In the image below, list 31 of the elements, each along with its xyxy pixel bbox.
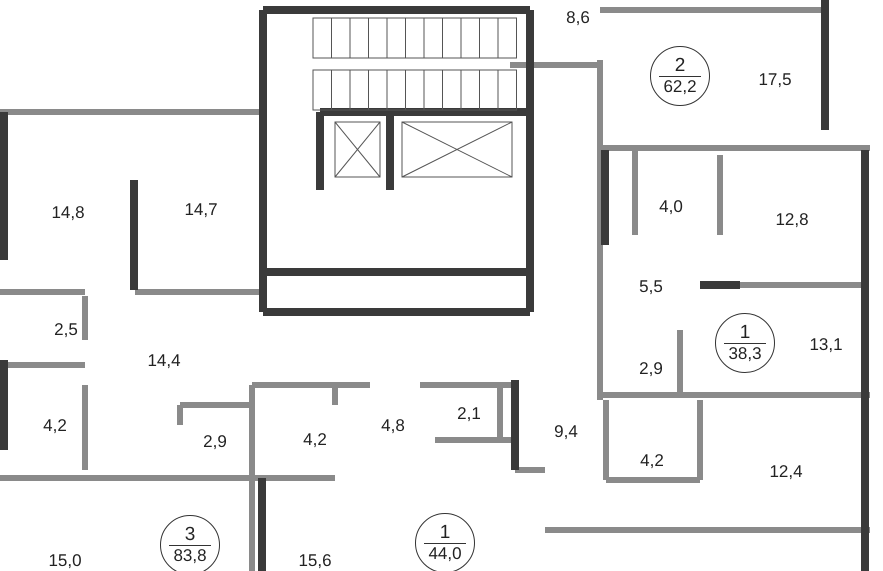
room-area: 2,5 xyxy=(53,320,79,340)
room-area: 15,6 xyxy=(297,551,333,571)
room-area: 2,1 xyxy=(456,404,482,424)
apartment-number: 3 xyxy=(184,524,196,544)
apartment-number: 1 xyxy=(740,322,750,342)
room-area: 15,0 xyxy=(47,551,83,571)
room-area: 5,5 xyxy=(638,277,664,297)
apartment-number: 2 xyxy=(674,56,686,76)
room-area: 8,6 xyxy=(565,8,591,28)
apartment-badge xyxy=(415,513,475,571)
room-area: 13,1 xyxy=(808,335,844,355)
apartment-area: 44,0 xyxy=(424,542,466,564)
room-area: 4,0 xyxy=(658,197,684,217)
apartment-number: 1 xyxy=(440,522,450,542)
room-area: 12,8 xyxy=(774,210,810,230)
room-area: 14,4 xyxy=(146,351,182,371)
room-area: 14,8 xyxy=(50,203,86,223)
room-area: 2,9 xyxy=(202,432,228,452)
room-area: 4,8 xyxy=(380,416,406,436)
room-area: 9,4 xyxy=(553,422,579,442)
apartment-badge xyxy=(160,515,220,571)
room-area: 17,5 xyxy=(757,70,793,90)
room-area: 2,9 xyxy=(638,359,664,379)
apartment-area: 83,8 xyxy=(169,544,211,566)
room-area: 12,4 xyxy=(768,462,804,482)
apartment-area: 62,2 xyxy=(659,76,701,96)
room-area: 4,2 xyxy=(639,451,665,471)
room-area: 14,7 xyxy=(183,200,219,220)
apartment-area: 38,3 xyxy=(724,342,766,364)
room-area: 4,2 xyxy=(42,416,68,436)
room-area: 4,2 xyxy=(302,430,328,450)
